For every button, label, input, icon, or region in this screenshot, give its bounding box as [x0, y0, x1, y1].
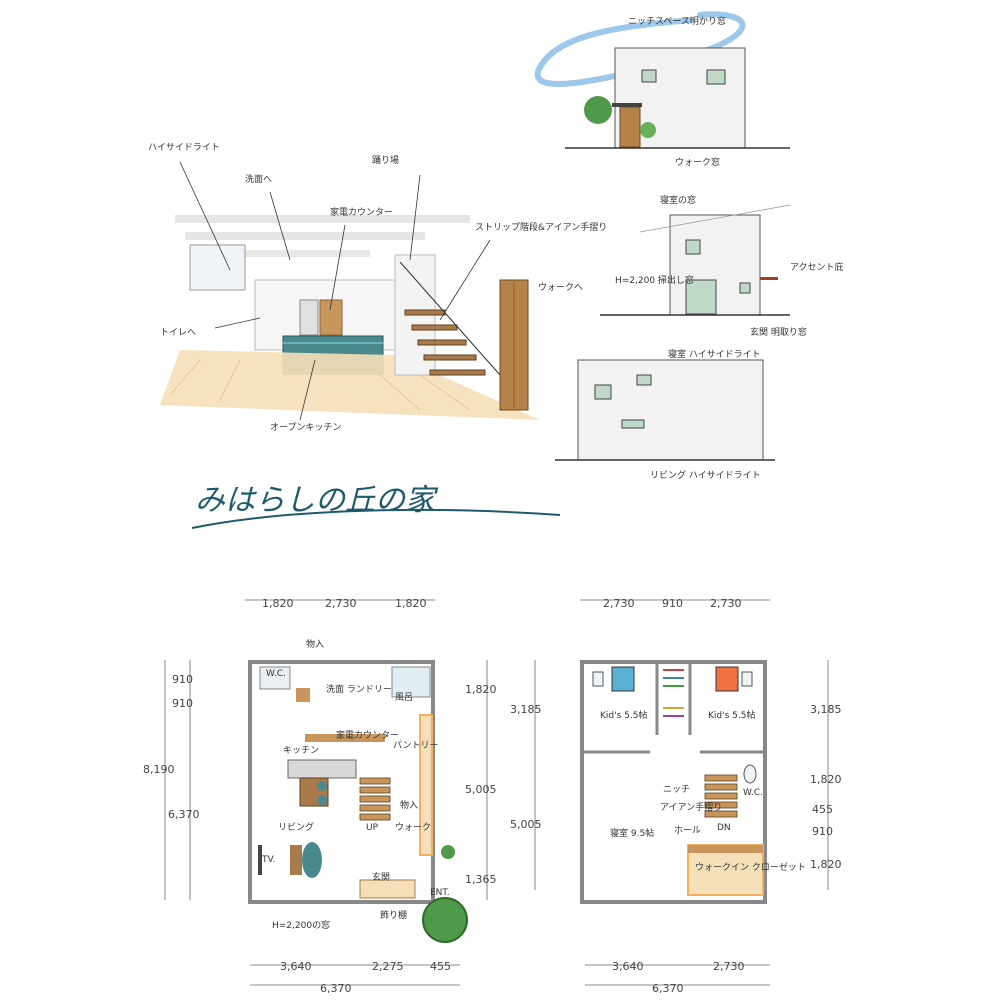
2f-room-wc: W.C.: [743, 788, 763, 798]
label-stair: ストリップ階段&アイアン手摺り: [475, 221, 607, 233]
interior-perspective: ハイサイドライト 洗面へ 家電カウンター 踊り場 ストリップ階段&アイアン手摺り…: [148, 142, 607, 433]
2f-room-kids1: Kid's 5.5帖: [600, 709, 647, 721]
2f-dim-right-2: 1,820: [810, 773, 842, 786]
1f-room-wc: W.C.: [266, 669, 286, 679]
2f-room-dn: DN: [717, 823, 731, 833]
1f-room-bath: 風呂: [395, 692, 413, 703]
1f-dim-right-2: 5,005: [465, 783, 497, 796]
2f-dim-right-3: 455: [812, 803, 833, 816]
east-note-top: 寝室の窓: [660, 194, 696, 206]
1f-dim-right-1: 1,820: [465, 683, 497, 696]
2f-dim-right-1: 3,185: [810, 703, 842, 716]
label-walk: ウォークへ: [538, 282, 583, 293]
south-note-bottom: リビング ハイサイドライト: [650, 469, 761, 481]
1f-dim-bottom-1: 3,640: [280, 960, 312, 973]
label-kitchen: オープンキッチン: [270, 422, 341, 433]
1f-window-note: H=2,200の窓: [272, 919, 330, 931]
1f-dim-top-3: 1,820: [395, 597, 427, 610]
north-note-bottom: ウォーク窓: [675, 156, 720, 168]
1f-dim-bottom-4: 6,370: [320, 982, 352, 995]
floor-plan-2f: 2,730 910 2,730 3,185 5,005 3,185 1,820 …: [510, 597, 842, 995]
1f-dim-left-4: 6,370: [168, 808, 200, 821]
1f-shelf-note: 飾り棚: [380, 909, 407, 921]
1f-room-pantry: パントリー: [393, 740, 438, 751]
2f-room-rail: アイアン手摺り: [660, 801, 722, 813]
1f-room-tv: TV.: [261, 855, 275, 865]
east-note-left: H=2,200 掃出し窓: [615, 274, 694, 286]
1f-room-counter: 家電カウンター: [336, 729, 399, 741]
2f-dim-top-2: 910: [662, 597, 683, 610]
2f-room-kids2: Kid's 5.5帖: [708, 709, 755, 721]
elevation-east: 寝室の窓 H=2,200 掃出し窓 アクセント庇 玄関 明取り窓: [600, 194, 844, 338]
1f-room-up: UP: [366, 823, 379, 833]
label-landing: 踊り場: [372, 154, 399, 166]
east-note-bottom: 玄関 明取り窓: [750, 326, 807, 338]
east-note-right: アクセント庇: [790, 261, 844, 273]
label-sink: 洗面へ: [245, 173, 272, 185]
2f-dim-bottom-2: 2,730: [713, 960, 745, 973]
1f-room-walk: ウォーク: [395, 822, 431, 833]
2f-room-hall: ホール: [674, 825, 701, 836]
2f-dim-bottom-3: 6,370: [652, 982, 684, 995]
1f-room-entrance: 玄関: [372, 871, 390, 883]
1f-room-kitchen: キッチン: [283, 745, 319, 756]
2f-dim-left-1: 3,185: [510, 703, 542, 716]
1f-room-ent: ENT.: [430, 888, 450, 898]
elevation-north: ニッチスペース明かり窓 ウォーク窓: [534, 11, 790, 168]
1f-dim-left-2: 910: [172, 697, 193, 710]
1f-dim-left-3: 8,190: [143, 763, 175, 776]
1f-room-sink: 洗面 ランドリー: [326, 683, 392, 695]
south-note-top: 寝室 ハイサイドライト: [668, 348, 761, 360]
2f-dim-left-2: 5,005: [510, 818, 542, 831]
1f-dim-top-1: 1,820: [262, 597, 294, 610]
2f-room-niche: ニッチ: [663, 784, 690, 795]
1f-dim-top-2: 2,730: [325, 597, 357, 610]
label-highside: ハイサイドライト: [148, 142, 220, 153]
1f-room-storage: 物入: [306, 638, 324, 650]
1f-dim-left-1: 910: [172, 673, 193, 686]
2f-dim-right-4: 910: [812, 825, 833, 838]
2f-dim-top-3: 2,730: [710, 597, 742, 610]
2f-dim-right-5: 1,820: [810, 858, 842, 871]
2f-dim-top-1: 2,730: [603, 597, 635, 610]
label-toilet: トイレへ: [160, 328, 196, 338]
2f-room-closet: ウォークイン クローゼット: [695, 861, 806, 873]
elevation-south: 寝室 ハイサイドライト リビング ハイサイドライト: [555, 348, 775, 481]
1f-room-living: リビング: [278, 821, 314, 833]
1f-room-shoebox: 物入: [400, 799, 418, 811]
2f-room-bedroom: 寝室 9.5帖: [610, 827, 654, 839]
label-counter: 家電カウンター: [330, 206, 393, 218]
1f-dim-bottom-2: 2,275: [372, 960, 404, 973]
floor-plan-1f: 1,820 2,730 1,820 910 910 8,190 6,370 1,…: [143, 597, 497, 995]
1f-dim-bottom-3: 455: [430, 960, 451, 973]
1f-dim-right-3: 1,365: [465, 873, 497, 886]
2f-dim-bottom-1: 3,640: [612, 960, 644, 973]
north-note-top: ニッチスペース明かり窓: [628, 15, 726, 27]
